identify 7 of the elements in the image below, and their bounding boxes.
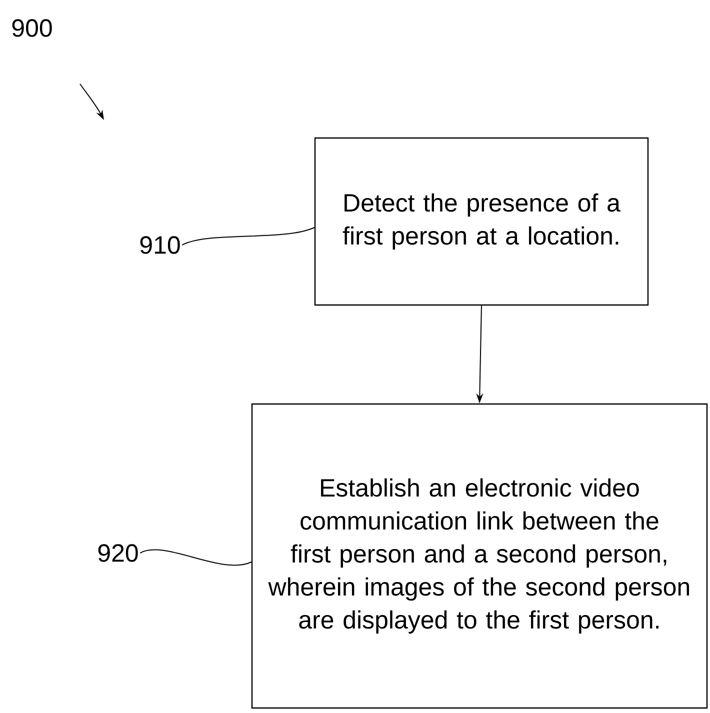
process-box: Establish an electronic video communication link between the first person and a second person, wherein images of the second person are displayed to the first person.: [251, 403, 708, 709]
leader-line: [182, 227, 315, 246]
reference-number: 910: [140, 236, 180, 254]
leader-line: [140, 549, 252, 566]
figure-number: 900: [12, 19, 52, 37]
reference-number: 920: [98, 544, 138, 562]
process-box: Detect the presence of a first person at a location.: [314, 137, 649, 306]
